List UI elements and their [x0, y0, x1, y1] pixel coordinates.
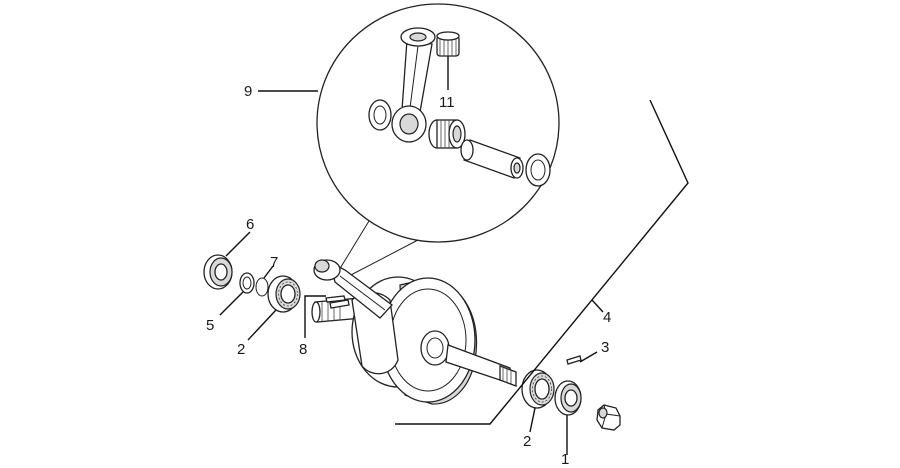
callout-2-left: 2 [237, 341, 245, 358]
shaft-nut [596, 404, 621, 431]
callout-2-right: 2 [523, 433, 531, 450]
big-end-needle-bearing [428, 119, 466, 149]
crankshaft-assembly [311, 259, 517, 405]
woodruff-key-left [329, 299, 350, 309]
thrust-washer-right [525, 153, 551, 187]
thrust-washer-left [368, 99, 392, 131]
callout-labels: 9 11 6 7 5 2 8 4 3 2 1 [206, 83, 611, 468]
circlip [255, 277, 269, 297]
callout-3: 3 [601, 339, 609, 356]
oil-seal-left [203, 254, 233, 290]
woodruff-key-right [566, 355, 582, 365]
callout-9: 9 [244, 83, 252, 100]
connecting-rod-detail [391, 27, 436, 143]
leader-lines [219, 56, 689, 455]
spacer-ring [239, 272, 255, 294]
callout-1: 1 [561, 451, 569, 468]
small-end-needle-bearing [436, 31, 460, 57]
main-bearing-left [267, 275, 301, 313]
crank-pin [460, 139, 524, 179]
callout-8: 8 [299, 341, 307, 358]
callout-4: 4 [603, 309, 611, 326]
main-bearing-right [521, 369, 555, 409]
callout-6: 6 [246, 216, 254, 233]
callout-5: 5 [206, 317, 214, 334]
callout-11: 11 [439, 94, 455, 111]
callout-7: 7 [270, 254, 278, 271]
oil-seal-right [554, 380, 582, 416]
